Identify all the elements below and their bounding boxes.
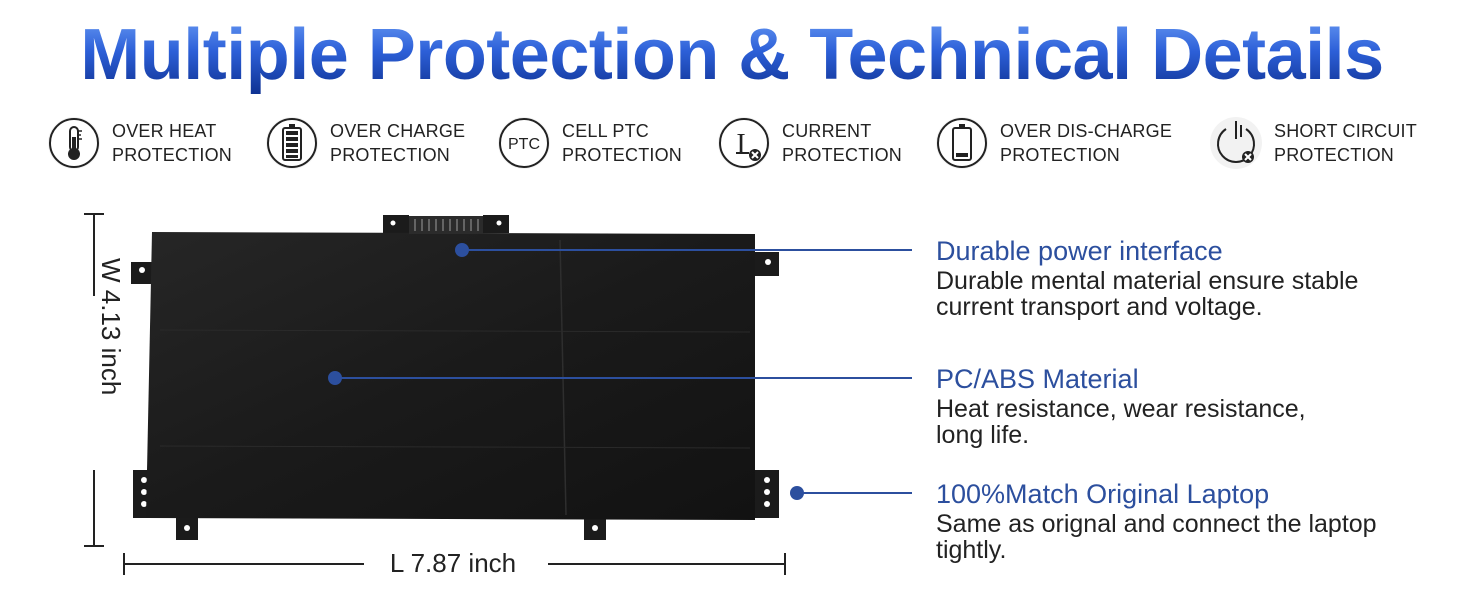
feature-label-line1: CURRENT	[782, 121, 872, 141]
current-icon: I	[718, 117, 770, 169]
feature-label-line1: OVER CHARGE	[330, 121, 466, 141]
callout-desc-line1: Heat resistance, wear resistance,	[936, 395, 1306, 423]
feature-current: I CURRENT PROTECTION	[716, 110, 902, 176]
feature-label-line2: PROTECTION	[112, 145, 233, 165]
callout-title: PC/ABS Material	[936, 364, 1139, 394]
feature-label-line1: SHORT CIRCUIT	[1274, 121, 1417, 141]
callout-desc-line1: Same as orignal and connect the laptop	[936, 510, 1377, 538]
feature-label-line2: PROTECTION	[782, 145, 903, 165]
protection-features: OVER HEAT PROTECTION OVER CHARGE PROTECT…	[0, 110, 1464, 176]
feature-short-circuit: SHORT CIRCUIT PROTECTION	[1208, 110, 1417, 176]
callout-desc-line2: long life.	[936, 421, 1030, 449]
callout-leader-lines	[328, 243, 912, 500]
feature-over-heat: OVER HEAT PROTECTION	[46, 110, 232, 176]
feature-label-line2: PROTECTION	[1000, 145, 1121, 165]
callout-power-interface: Durable power interface Durable mental m…	[936, 236, 1456, 320]
battery-body	[146, 232, 755, 520]
page-title: Multiple Protection & Technical Details	[0, 14, 1464, 96]
battery-full-icon	[266, 117, 318, 169]
callout-desc-line1: Durable mental material ensure stable	[936, 267, 1359, 295]
length-dimension-label: L 7.87 inch	[389, 548, 517, 578]
battery-screw-holes	[139, 220, 771, 531]
battery-low-icon	[936, 117, 988, 169]
feature-over-charge: OVER CHARGE PROTECTION	[264, 110, 465, 176]
callout-match-original: 100%Match Original Laptop Same as origna…	[936, 479, 1456, 563]
feature-label-line1: OVER DIS-CHARGE	[1000, 121, 1173, 141]
battery-connector	[409, 216, 483, 234]
current-icon-text: I	[736, 129, 745, 160]
width-dimension-marker	[84, 213, 104, 547]
power-short-icon	[1210, 117, 1262, 169]
feature-over-discharge: OVER DIS-CHARGE PROTECTION	[934, 110, 1172, 176]
callout-material: PC/ABS Material Heat resistance, wear re…	[936, 364, 1456, 448]
ptc-icon-text: PTC	[508, 136, 540, 153]
length-dimension-marker	[123, 553, 786, 575]
width-dimension-label: W 4.13 inch	[96, 258, 126, 396]
ptc-icon: PTC	[498, 117, 550, 169]
feature-label-line2: PROTECTION	[1274, 145, 1395, 165]
callout-title: 100%Match Original Laptop	[936, 479, 1270, 509]
thermometer-icon	[48, 117, 100, 169]
feature-label-line1: CELL PTC	[562, 121, 649, 141]
callout-title: Durable power interface	[936, 236, 1223, 266]
feature-cell-ptc: PTC CELL PTC PROTECTION	[496, 110, 682, 176]
feature-label-line2: PROTECTION	[330, 145, 451, 165]
feature-label-line2: PROTECTION	[562, 145, 683, 165]
callout-desc-line2: tightly.	[936, 536, 1007, 564]
callout-desc-line2: current transport and voltage.	[936, 293, 1263, 321]
feature-label-line1: OVER HEAT	[112, 121, 217, 141]
